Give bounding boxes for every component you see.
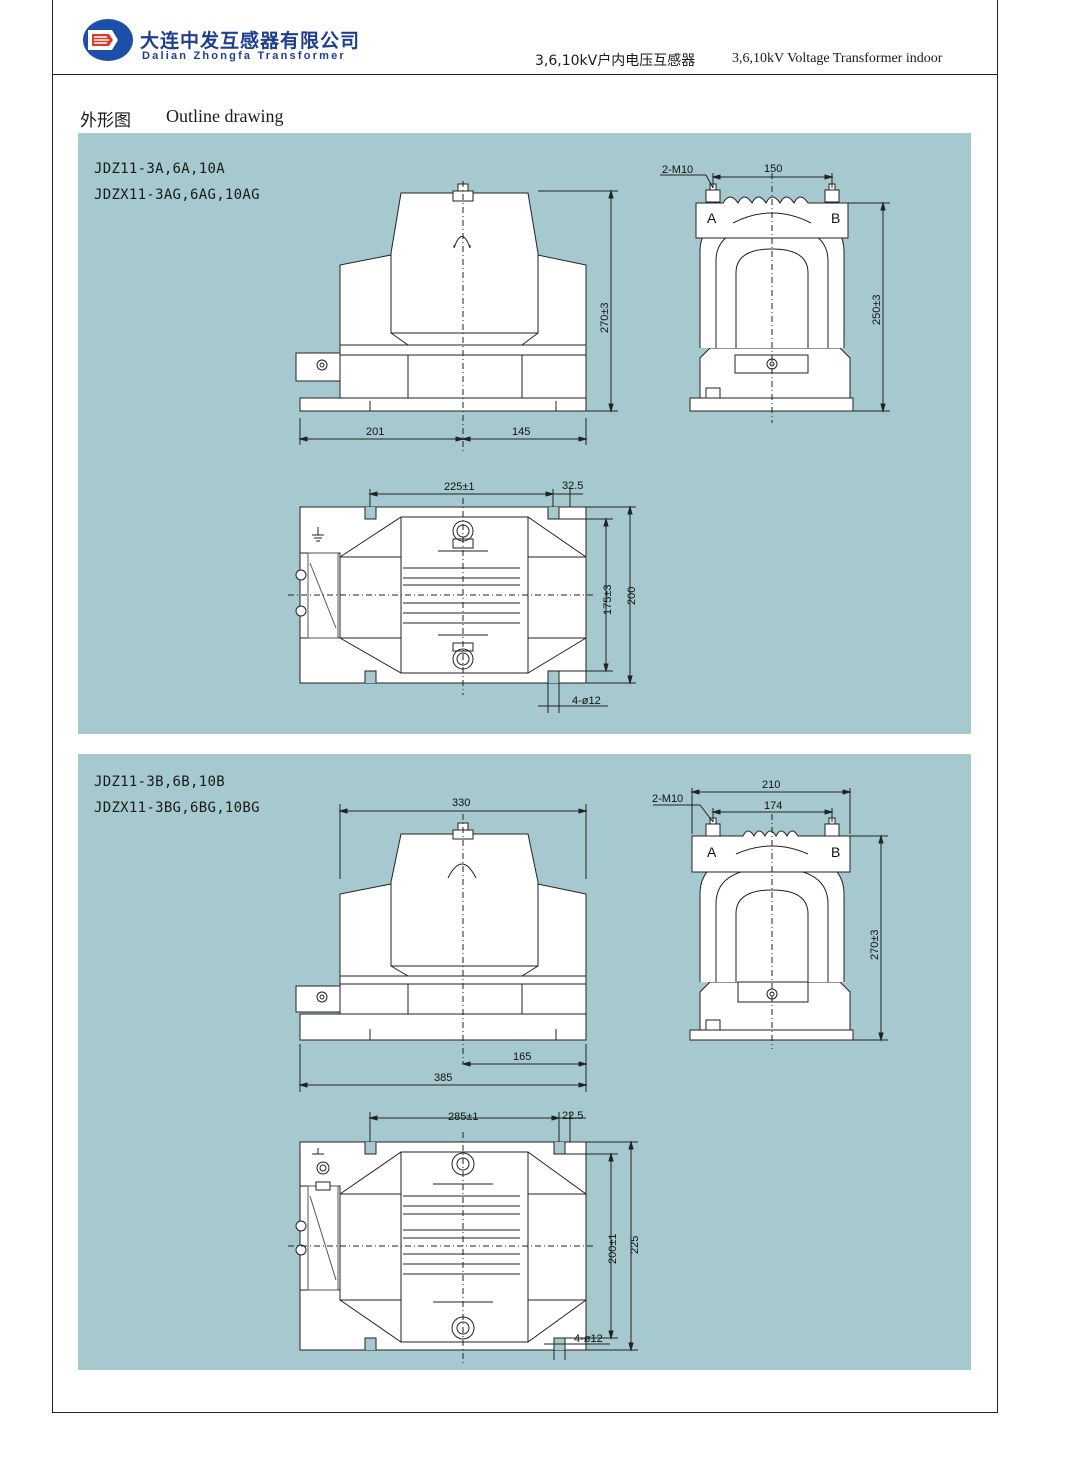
side-view-b: [653, 788, 888, 1049]
model-b-line2: JDZX11-3BG,6BG,10BG: [94, 800, 260, 816]
document-title-en: 3,6,10kV Voltage Transformer indoor: [732, 51, 943, 66]
dim-b-depth: 225: [629, 1236, 641, 1254]
outline-drawing-b: 330 165 385: [288, 779, 888, 1366]
header-divider: [52, 74, 998, 75]
company-name-en: Dalian Zhongfa Transformer: [142, 50, 346, 62]
dim-b-right: 165: [513, 1051, 531, 1063]
section-title-en: Outline drawing: [166, 106, 284, 126]
dim-a-offset: 32.5: [562, 480, 583, 492]
drawing-panel-b: JDZ11-3B,6B,10B JDZX11-3BG,6BG,10BG: [78, 754, 971, 1370]
model-a-line1: JDZ11-3A,6A,10A: [94, 161, 225, 177]
dim-b-total: 385: [434, 1072, 452, 1084]
dim-b-mount: 285±1: [448, 1111, 479, 1123]
dim-b-offset: 22.5: [562, 1110, 583, 1122]
dim-b-side-height: 270±3: [869, 929, 881, 960]
document-title-cn: 3,6,10kV户内电压互感器: [535, 53, 696, 69]
terminal-a-label: A: [707, 210, 717, 226]
dim-a-mount: 225±1: [444, 481, 475, 493]
dim-a-holes: 4-ø12: [572, 695, 601, 707]
dim-a-right: 145: [512, 426, 530, 438]
drawing-panel-a: JDZ11-3A,6A,10A JDZX11-3AG,6AG,10AG: [78, 133, 971, 734]
page-frame: [52, 0, 998, 1413]
dim-b-holes: 4-ø12: [574, 1333, 603, 1345]
dim-b-inner: 174: [764, 800, 782, 812]
dim-a-side-height: 250±3: [871, 294, 883, 325]
company-logo-icon: [83, 19, 133, 61]
terminal-b-label-b: B: [831, 844, 840, 860]
model-a-line2: JDZX11-3AG,6AG,10AG: [94, 187, 260, 203]
front-view-b: [295, 804, 588, 1092]
dim-b-inner-depth: 200±1: [607, 1233, 619, 1264]
dim-a-height: 270±3: [599, 302, 611, 333]
section-title-cn: 外形图: [80, 111, 131, 131]
dim-a-left: 201: [366, 426, 384, 438]
top-view-a: [288, 489, 636, 713]
dim-b-width: 330: [452, 797, 470, 809]
top-view-b: [288, 1112, 638, 1366]
dim-b-thread: 2-M10: [652, 793, 683, 805]
dim-a-thread: 2-M10: [662, 164, 693, 176]
page-header: 大连中发互感器有限公司 Dalian Zhongfa Transformer 3…: [0, 0, 1080, 80]
terminal-b-label: B: [831, 210, 840, 226]
front-view-a: [295, 181, 618, 453]
dim-a-spacing: 150: [764, 163, 782, 175]
side-view-a: [660, 173, 890, 423]
dim-a-depth: 200: [626, 587, 638, 605]
model-b-line1: JDZ11-3B,6B,10B: [94, 774, 225, 790]
dim-b-outer: 210: [762, 779, 780, 791]
outline-drawing-a: 201 145 270±3 2-M10 150: [288, 163, 890, 713]
terminal-a-label-b: A: [707, 844, 717, 860]
company-name-cn: 大连中发互感器有限公司: [140, 30, 361, 52]
dim-a-inner-depth: 175±3: [602, 584, 614, 615]
